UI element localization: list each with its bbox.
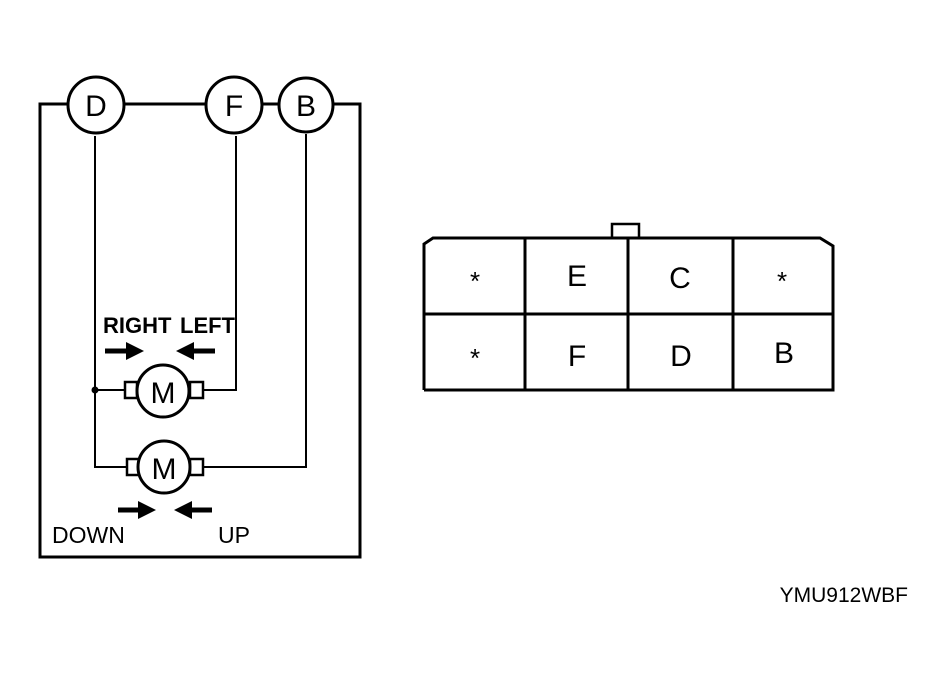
arrow-right-icon <box>105 342 144 360</box>
connector-face: * E C * * F D B <box>422 222 835 392</box>
arrow-down-icon <box>118 501 156 519</box>
terminal-b-label: B <box>296 90 316 123</box>
terminal-b: B <box>277 76 335 134</box>
motor-horizontal-label: M <box>151 377 176 410</box>
connector-outline <box>422 236 835 392</box>
terminal-d-label: D <box>85 90 107 123</box>
pin-top-4: * <box>777 266 787 296</box>
pin-bottom-3: D <box>670 340 692 373</box>
figure-code: YMU912WBF <box>780 584 908 607</box>
label-left: LEFT <box>180 313 236 338</box>
pin-top-2: E <box>567 260 587 293</box>
pin-bottom-4: B <box>774 337 794 370</box>
junction-dot <box>91 386 99 394</box>
outer-wire-loop <box>38 102 362 559</box>
terminal-f: F <box>204 75 264 135</box>
arrow-up-icon <box>174 501 212 519</box>
motor-horizontal: M <box>123 363 205 419</box>
wire-f-lead <box>203 136 237 391</box>
arrow-left-icon <box>176 342 215 360</box>
terminal-f-label: F <box>225 90 243 123</box>
connector-latch <box>610 222 641 240</box>
label-up: UP <box>218 522 250 548</box>
pin-top-3: C <box>669 262 691 295</box>
terminal-d: D <box>66 75 126 135</box>
pin-bottom-1: * <box>470 343 480 373</box>
motor-vertical: M <box>125 439 205 495</box>
motor-vertical-label: M <box>152 453 177 486</box>
label-down: DOWN <box>52 522 125 548</box>
pin-top-1: * <box>470 266 480 296</box>
pin-bottom-2: F <box>568 340 586 373</box>
wire-d-lead <box>94 136 127 468</box>
wire-b-lead <box>203 134 307 468</box>
label-right: RIGHT <box>103 313 172 338</box>
